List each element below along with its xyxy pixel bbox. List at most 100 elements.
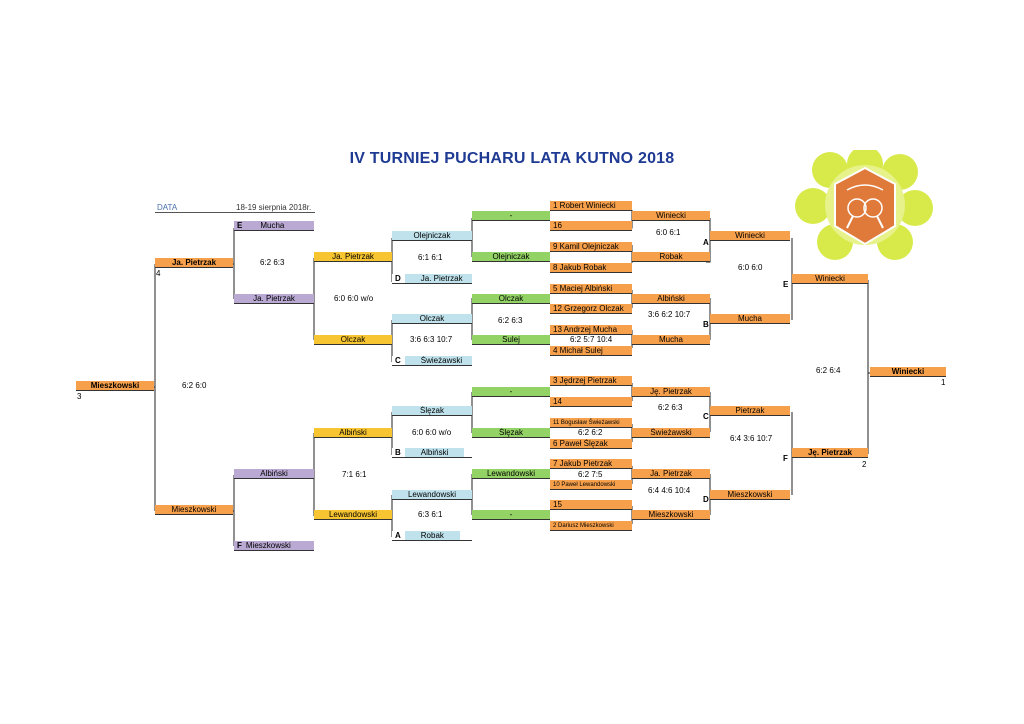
consolation-slot: -: [472, 510, 550, 520]
match-score: 6:2 6:0: [182, 381, 207, 390]
group-letter: C: [703, 412, 709, 421]
player-slot: 2 Dariusz Mieszkowski: [550, 521, 632, 531]
page-title: IV TURNIEJ PUCHARU LATA KUTNO 2018: [349, 150, 675, 167]
place-number: 4: [156, 269, 161, 278]
player-slot: 11 Bogusław Świeżawski: [550, 418, 632, 428]
consolation-slot: Olczak: [392, 314, 472, 324]
consolation-slot: Lewandowski: [314, 510, 392, 520]
match-score: 7:1 6:1: [342, 470, 367, 479]
group-letter: A: [703, 238, 709, 247]
consolation-slot: Olczak: [314, 335, 392, 345]
group-letter: D: [703, 495, 709, 504]
player-slot: 8 Jakub Robak: [550, 263, 632, 273]
consolation-label: Ja. Pietrzak: [404, 274, 472, 283]
match-score: 6:0 6:0 w/o: [412, 428, 452, 437]
player-slot: 10 Paweł Lewandowski: [550, 480, 632, 490]
player-slot: 16: [550, 221, 632, 231]
match-score: 6:4 3:6 10:7: [730, 434, 773, 443]
player-slot: 6 Paweł Ślęzak: [550, 439, 632, 449]
player-slot: 13 Andrzej Mucha: [550, 325, 632, 335]
player-slot: 15: [550, 500, 632, 510]
consolation-slot: Ślęzak: [392, 406, 472, 416]
third-place-slot: Ja. Pietrzak: [155, 258, 233, 268]
consolation-slot: Ślęzak: [472, 428, 550, 438]
consolation-slot: -: [472, 387, 550, 397]
group-letter: A: [395, 531, 401, 540]
player-slot: 1 Robert Winiecki: [550, 201, 632, 211]
semi-slot: Pietrzak: [710, 406, 790, 416]
match-score: 3:6 6:2 10:7: [648, 310, 691, 319]
consolation-slot: Olejniczak: [472, 252, 550, 262]
group-letter: D: [395, 274, 401, 283]
match-score: 6:4 4:6 10:4: [648, 486, 691, 495]
consolation-label: Mieszkowski: [245, 541, 291, 550]
third-place-winner: Mieszkowski: [76, 381, 154, 391]
player-slot: 4 Michał Sulej: [550, 346, 632, 356]
consolation-slot: Olejniczak: [392, 231, 472, 241]
winner-slot: Winiecki: [870, 367, 946, 377]
match-score: 6:2 6:3: [260, 258, 285, 267]
place-number: 1: [941, 378, 946, 387]
round2-slot: Mieszkowski: [632, 510, 710, 520]
round2-slot: Albiński: [632, 294, 710, 304]
match-score: 6:2 6:4: [816, 366, 841, 375]
group-letter: E: [237, 221, 243, 230]
consolation-slot: -: [472, 211, 550, 221]
consolation-label: Albiński: [404, 448, 465, 457]
round2-slot: Świeżawski: [632, 428, 710, 438]
group-letter: C: [395, 356, 401, 365]
date-value: 18-19 sierpnia 2018r.: [236, 203, 312, 212]
round2-slot: Ja. Pietrzak: [632, 469, 710, 479]
match-score: 6:3 6:1: [418, 510, 443, 519]
semi-slot: Mucha: [710, 314, 790, 324]
match-score: 6:0 6:1: [656, 228, 681, 237]
consolation-label: Robak: [404, 531, 460, 540]
match-score: 3:6 6:3 10:7: [410, 335, 453, 344]
player-slot: 9 Kamil Olejniczak: [550, 242, 632, 252]
place-number: 3: [77, 392, 82, 401]
match-score: 6:2 6:2: [578, 428, 603, 437]
semi-slot: Mieszkowski: [710, 490, 790, 500]
consolation-slot: Ja. Pietrzak: [314, 252, 392, 262]
place-number: 2: [862, 460, 867, 469]
date-underline: [155, 212, 315, 213]
group-letter: F: [783, 454, 788, 463]
finalist-slot: Ję. Pietrzak: [792, 448, 868, 458]
third-place-slot: Mieszkowski: [155, 505, 233, 515]
group-letter: B: [703, 320, 709, 329]
player-slot: 5 Maciej Albiński: [550, 284, 632, 294]
round2-slot: Ję. Pietrzak: [632, 387, 710, 397]
match-score: 6:0 6:0: [738, 263, 763, 272]
date-label: DATA: [157, 203, 178, 212]
consolation-label: Świeżawski: [404, 356, 472, 365]
match-score: 6:2 6:3: [498, 316, 523, 325]
consolation-slot: Sulej: [472, 335, 550, 345]
player-slot: 14: [550, 397, 632, 407]
consolation-slot: Albiński: [234, 469, 314, 479]
semi-slot: Winiecki: [710, 231, 790, 241]
match-score: 6:1 6:1: [418, 253, 443, 262]
consolation-slot: Olczak: [472, 294, 550, 304]
match-score: 6:2 6:3: [658, 403, 683, 412]
consolation-slot: Lewandowski: [472, 469, 550, 479]
player-slot: 3 Jędrzej Pietrzak: [550, 376, 632, 386]
consolation-slot: Albiński: [314, 428, 392, 438]
finalist-slot: Winiecki: [792, 274, 868, 284]
consolation-slot: Lewandowski: [392, 490, 472, 500]
match-score: 6:2 5:7 10:4: [570, 335, 613, 344]
group-letter: F: [237, 541, 242, 550]
round2-slot: Mucha: [632, 335, 710, 345]
round2-slot: Winiecki: [632, 211, 710, 221]
tennis-club-logo: [795, 146, 935, 260]
match-score: 6:0 6:0 w/o: [334, 294, 374, 303]
round2-slot: Robak: [632, 252, 710, 262]
consolation-slot: Ja. Pietrzak: [234, 294, 314, 304]
player-slot: 7 Jakub Pietrzak: [550, 459, 632, 469]
